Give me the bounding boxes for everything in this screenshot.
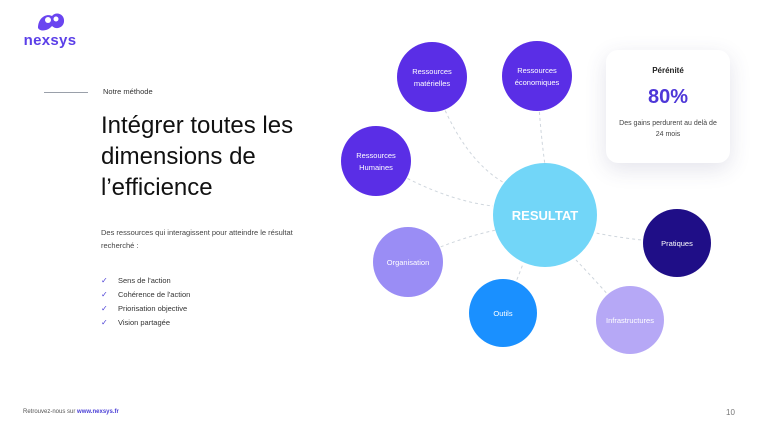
node-economiques[interactable]: Ressources économiques [502,41,572,111]
connector-economiques [536,75,546,166]
node-label-line: Organisation [387,258,430,267]
bullet-item: ✓ Sens de l'action [101,274,190,288]
check-icon: ✓ [101,290,108,299]
svg-text:Pratiques: Pratiques [661,239,693,248]
kicker-divider [44,92,88,93]
section-kicker: Notre méthode [103,87,153,96]
slide-description: Des ressources qui interagissent pour at… [101,228,293,250]
node-resultat[interactable]: RESULTAT [493,163,597,267]
node-label-line: économiques [515,78,560,87]
node-label-line: Humaines [359,163,393,172]
node-label-line: Pratiques [661,239,693,248]
bullet-item: ✓ Vision partagée [101,316,190,330]
stat-card-title: Pérénité [652,66,684,75]
node-label-line: Outils [493,309,512,318]
connector-outils [502,263,524,314]
bullet-label: Vision partagée [118,318,170,327]
node-outils[interactable]: Outils [469,279,537,347]
node-materielles[interactable]: Ressources matérielles [397,42,467,112]
node-pratiques[interactable]: Pratiques [643,209,711,277]
check-icon: ✓ [101,304,108,313]
node-label-line: Ressources [356,151,396,160]
node-organisation[interactable]: Organisation [373,227,443,297]
node-label-line: matérielles [414,79,451,88]
center-label: RESULTAT [512,208,578,223]
bullet-item: ✓ Cohérence de l'action [101,288,190,302]
logo-mark-icon [38,13,65,31]
stat-card-subtitle: Des gains perdurent au delà de 24 mois [619,120,717,138]
bullet-label: Cohérence de l'action [118,290,191,299]
svg-text:Infrastructures: Infrastructures [606,316,654,325]
brand-logo[interactable]: nexsys [20,10,80,50]
bullet-label: Sens de l'action [118,276,171,285]
node-label-line: Ressources [517,66,557,75]
footer-prefix: Retrouvez-nous sur [23,409,76,415]
node-infrastructures[interactable]: Infrastructures [596,286,664,354]
stat-card-value: 80% [647,86,689,108]
brand-name: nexsys [23,32,77,49]
stat-card: Pérénité 80% Des gains perdurent au delà… [606,50,730,163]
check-icon: ✓ [101,318,108,327]
check-icon: ✓ [101,276,108,285]
connector-organisation [407,229,497,263]
bullet-item: ✓ Priorisation objective [101,302,190,316]
slide-title: Intégrer toutes les dimensions de l’effi… [101,112,294,201]
bullet-list: ✓ Sens de l'action ✓ Cohérence de l'action… [101,274,190,330]
svg-text:Organisation: Organisation [387,258,430,267]
page-number: 10 [726,408,735,417]
connector-pratiques [595,232,678,244]
svg-text:Outils: Outils [493,309,512,318]
bullet-label: Priorisation objective [118,304,188,313]
node-label-line: Ressources [412,67,452,76]
footer-text: Retrouvez-nous sur www.nexsys.fr [23,409,119,415]
node-label-line: Infrastructures [606,316,654,325]
connector-humaines [375,160,494,207]
footer-link[interactable]: www.nexsys.fr [77,409,119,415]
